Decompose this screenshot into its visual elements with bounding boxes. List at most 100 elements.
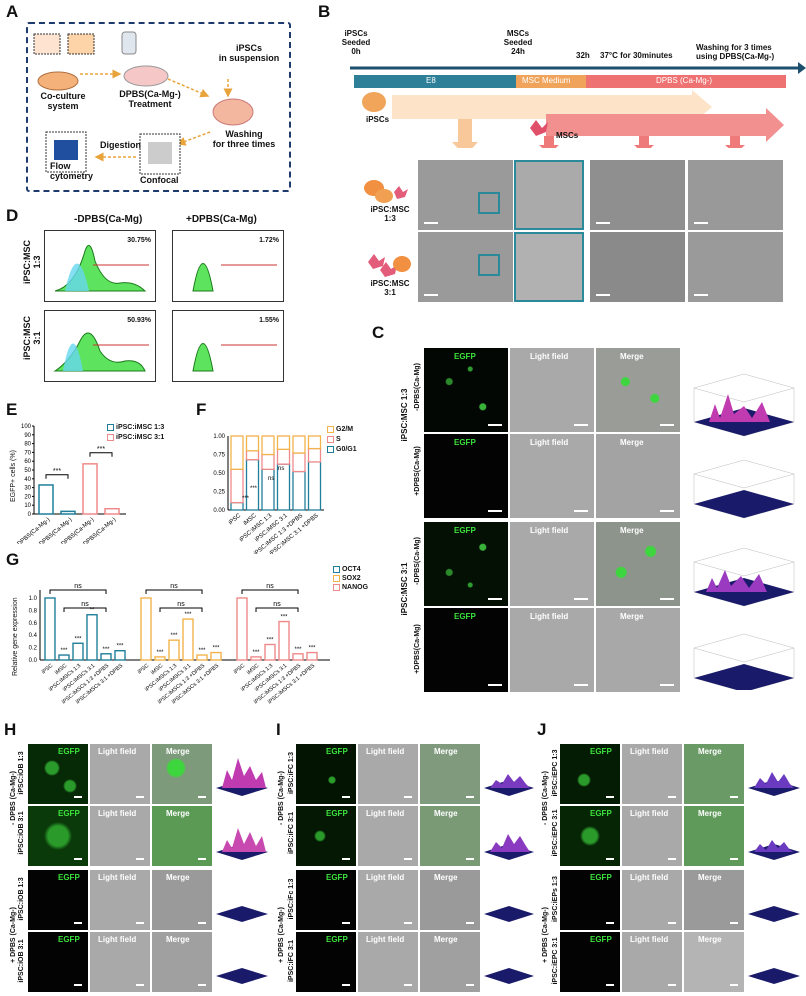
g-bar-0-0: [44, 597, 56, 661]
h-merge-r2: Merge: [152, 806, 212, 866]
c-merge-r3: Merge: [596, 522, 680, 606]
f-bar-0-1: [245, 459, 260, 511]
g-bar-0-1: [58, 654, 70, 661]
e-ytick: 90: [24, 433, 31, 439]
j-egfp-r2: EGFP: [560, 806, 620, 866]
d-histogram-1: 30.75%: [44, 230, 156, 302]
e-ytick: 100: [21, 424, 32, 430]
b-micrograph-1-4: [688, 160, 783, 230]
d-pct-3: 50.93%: [127, 317, 151, 324]
g-bar-0-5: [114, 649, 126, 661]
g-ytick: 0.4: [29, 633, 38, 639]
f-bar-2-1: [245, 435, 260, 452]
a-dpbs-label: DPBS(Ca-Mg-) Treatment: [119, 89, 181, 109]
g-ytick: 0.8: [29, 608, 38, 614]
h-egfp-label-1: EGFP: [58, 747, 80, 756]
e-legend-swatch-2: [107, 434, 114, 441]
i-light-label-3: Light field: [366, 873, 405, 882]
j-egfp-r4: EGFP: [560, 932, 620, 992]
h-egfp-r2: EGFP: [28, 806, 88, 866]
g-ytick: 0.2: [29, 646, 38, 652]
panel-label-f: F: [196, 400, 207, 419]
j-merge-label-3: Merge: [698, 873, 722, 882]
f-legend-1: G2/M: [336, 426, 354, 433]
d-histogram-4: 1.55%: [172, 310, 284, 382]
g-ns-2: ns: [273, 601, 281, 608]
g-sig: ***: [294, 647, 302, 653]
e-bar-0-0: [38, 484, 54, 515]
workflow-arrows: [33, 31, 254, 175]
timeline: [350, 62, 806, 148]
f-bar-1-2: [261, 453, 275, 470]
b-micrograph-1-3: [590, 160, 685, 230]
i-row1: iPSC:iFC 1:3: [288, 752, 295, 795]
c-merge-r1: Merge: [596, 348, 680, 432]
j-light-label-1: Light field: [630, 747, 669, 756]
h-row4: iPSC:iOB 3:1: [18, 939, 25, 983]
c-row1-group: iPSC:MSC 1:3: [400, 388, 409, 442]
b-cell-cartoons: [364, 180, 411, 277]
e-bar-0-1: [60, 510, 76, 515]
h-egfp-r3: EGFP: [28, 870, 88, 930]
f-legend-swatch-3: [327, 446, 334, 453]
h-light-r1: Light field: [90, 744, 150, 804]
c-egfp-r2: EGFP: [424, 434, 508, 518]
g-ns-bracket-1: [145, 589, 203, 594]
d-col1-title: -DPBS(Ca-Mg): [74, 214, 143, 225]
f-ytick: 0.50: [213, 471, 225, 477]
e-ytick: 60: [24, 459, 31, 465]
f-legend-swatch-1: [327, 426, 334, 433]
c-light-label-3: Light field: [530, 526, 569, 535]
g-sig: **: [90, 608, 95, 614]
g-sig: ***: [280, 615, 288, 621]
e-ytick: 10: [24, 503, 31, 509]
b-ipscs-label: iPSCs: [366, 115, 390, 124]
h-light-r4: Light field: [90, 932, 150, 992]
g-legend-1: OCT4: [342, 566, 361, 573]
g-legend-2: SOX2: [342, 575, 361, 582]
a-flow-label: Flow cytometry: [50, 161, 94, 181]
g-sig: ***: [170, 633, 178, 639]
d-histogram-3: 50.93%: [44, 310, 156, 382]
h-light-r2: Light field: [90, 806, 150, 866]
c-merge-r4: Merge: [596, 608, 680, 692]
b-temp-label: 37°C for 30minutes: [600, 51, 673, 60]
g-sig: ***: [198, 648, 206, 654]
i-surface-plots: [484, 774, 534, 984]
f-bar-0-4: [292, 470, 306, 511]
h-row3: iPSC:iOB 1:3: [18, 877, 25, 921]
i-egfp-label-1: EGFP: [326, 747, 348, 756]
c-egfp-label-1: EGFP: [454, 352, 476, 361]
c-light-label-2: Light field: [530, 438, 569, 447]
c-light-r3: Light field: [510, 522, 594, 606]
i-light-r1: Light field: [358, 744, 418, 804]
h-group2: + DPBS (Ca-Mg-): [10, 907, 17, 963]
g-bar-2-1: [250, 656, 262, 661]
i-merge-r2: Merge: [420, 806, 480, 866]
d-pct-4: 1.55%: [259, 317, 279, 324]
i-egfp-r3: EGFP: [296, 870, 356, 930]
g-ytick: 0.6: [29, 621, 38, 627]
g-legend-swatch-2: [333, 575, 340, 582]
j-light-r2: Light field: [622, 806, 682, 866]
c-merge-r2: Merge: [596, 434, 680, 518]
e-ytick: 80: [24, 442, 31, 448]
f-bar-0-0: [230, 501, 244, 511]
panel-label-g: G: [6, 550, 20, 569]
f-bar-1-3: [276, 448, 291, 465]
h-egfp-label-3: EGFP: [58, 873, 80, 882]
h-group1: - DPBS (Ca-Mg-): [10, 770, 17, 826]
g-ytick: 0.0: [29, 658, 38, 664]
b-micrograph-1-2: [514, 160, 584, 230]
j-merge-r3: Merge: [684, 870, 744, 930]
f-legend-swatch-2: [327, 436, 334, 443]
panel-d: -DPBS(Ca-Mg) +DPBS(Ca-Mg) iPSC:MSC 1:3 i…: [6, 212, 296, 387]
b-t24-label: MSCs Seeded 24h: [503, 29, 533, 56]
c-egfp-r3: EGFP: [424, 522, 508, 606]
c-light-label-4: Light field: [530, 612, 569, 621]
h-row1: iPSC:iOB 1:3: [18, 751, 25, 795]
panel-label-j: J: [537, 720, 547, 739]
